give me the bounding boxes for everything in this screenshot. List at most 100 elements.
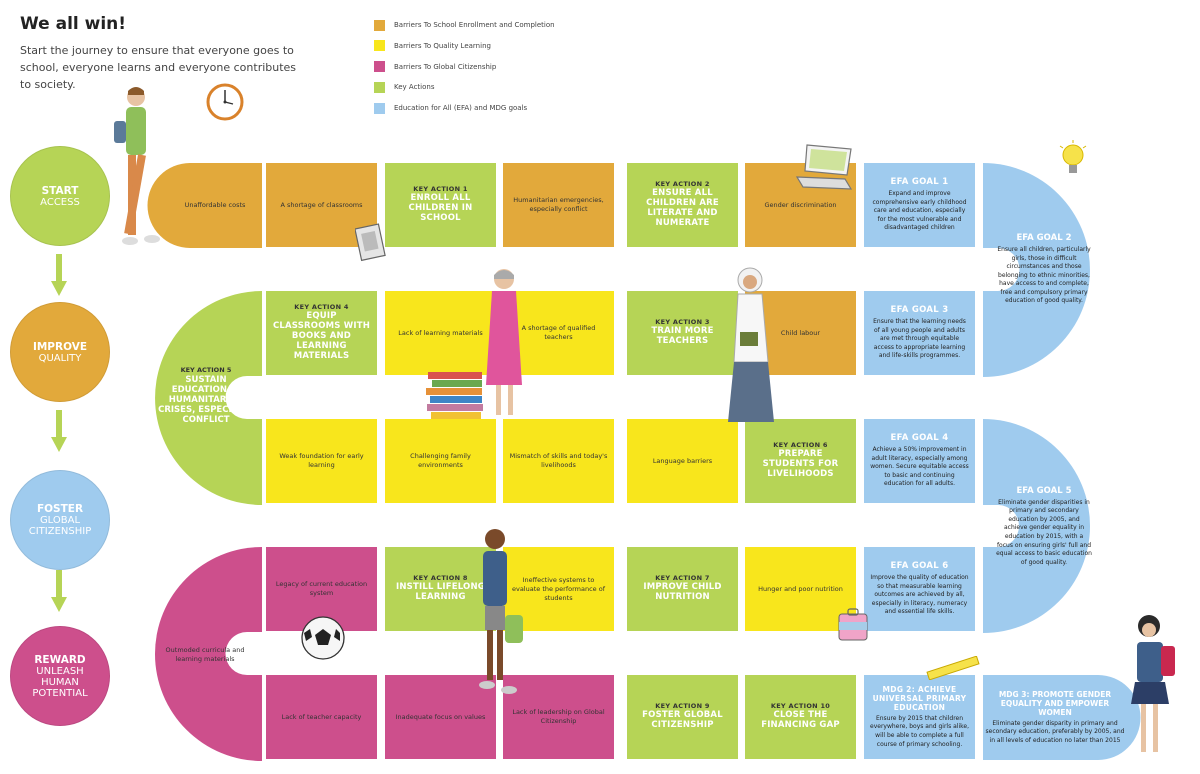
key-action-tile-8: KEY ACTION 8 INSTILL LIFELONG LEARNING <box>385 547 496 631</box>
barrier-text: Unaffordable costs <box>184 201 246 209</box>
stage-title: IMPROVE <box>32 340 88 353</box>
barrier-text: Inadequate focus on values <box>395 712 486 721</box>
key-action-text: INSTILL LIFELONG LEARNING <box>396 582 485 602</box>
barrier-text: Challenging family environments <box>410 452 471 469</box>
key-action-text: EQUIP CLASSROOMS WITH BOOKS AND LEARNING… <box>272 311 371 361</box>
key-action-tile-6: KEY ACTION 6 PREPARE STUDENTS FOR LIVELI… <box>745 419 856 503</box>
goal-text: Expand and improve comprehensive early c… <box>872 190 967 232</box>
key-action-text: TRAIN MORE TEACHERS <box>651 326 714 346</box>
barrier-tile: A shortage of qualified teachers <box>503 291 614 375</box>
lunchbox-icon <box>838 608 868 641</box>
legend-item: Barriers To School Enrollment and Comple… <box>374 18 555 32</box>
page-subtitle: Start the journey to ensure that everyon… <box>20 44 297 91</box>
light-bulb-icon <box>1059 140 1087 173</box>
legend: Barriers To School Enrollment and Comple… <box>374 18 555 122</box>
barrier-text: Language barriers <box>652 456 713 465</box>
book-icon <box>355 223 386 262</box>
girl-figure <box>728 267 774 422</box>
key-action-tile-7: KEY ACTION 7 IMPROVE CHILD NUTRITION <box>627 547 738 631</box>
barrier-text: A shortage of qualified teachers <box>521 324 596 341</box>
barrier-text: Lack of teacher capacity <box>281 712 362 721</box>
goal-tile-efa6: EFA GOAL 6 Improve the quality of educat… <box>864 547 975 631</box>
goal-tile-efa4: EFA GOAL 4 Achieve a 50% improvement in … <box>864 419 975 503</box>
barrier-text: Gender discrimination <box>764 200 837 209</box>
key-action-text: PREPARE STUDENTS FOR LIVELIHOODS <box>762 449 839 479</box>
barrier-text: Hunger and poor nutrition <box>758 584 843 593</box>
goal-heading: MDG 3: PROMOTE GENDER EQUALITY AND EMPOW… <box>998 689 1112 717</box>
legend-swatch <box>374 19 385 31</box>
legend-label: Barriers To Global Citizenship <box>394 62 497 71</box>
barrier-text: Mismatch of skills and today's livelihoo… <box>509 452 608 469</box>
key-action-text: FOSTER GLOBAL CITIZENSHIP <box>642 710 723 730</box>
book-stack-icon <box>426 372 483 419</box>
page-title: We all win! <box>20 14 127 34</box>
barrier-tile: Inadequate focus on values <box>385 675 496 759</box>
goal-text: Improve the quality of education so that… <box>870 574 969 616</box>
barrier-tile: Humanitarian emergencies, especially con… <box>503 163 614 247</box>
legend-item: Barriers To Global Citizenship <box>374 60 555 74</box>
key-action-heading: KEY ACTION 10 <box>770 702 831 710</box>
goal-tile-efa2: EFA GOAL 2 Ensure all children, particul… <box>996 205 1092 335</box>
barrier-text: Outmoded curricula and learning material… <box>165 646 245 663</box>
stage-subtitle: GLOBAL CITIZENSHIP <box>28 515 92 537</box>
clock-icon <box>206 83 244 121</box>
goal-tile-efa5: EFA GOAL 5 Eliminate gender disparities … <box>996 462 1092 592</box>
goal-tile-mdg2: MDG 2: ACHIEVE UNIVERSAL PRIMARY EDUCATI… <box>864 675 975 759</box>
stage-circle-foster: FOSTER GLOBAL CITIZENSHIP <box>10 470 110 570</box>
key-action-text: ENROLL ALL CHILDREN IN SCHOOL <box>408 193 473 223</box>
barrier-text: Weak foundation for early learning <box>279 452 364 469</box>
key-action-tile-9: KEY ACTION 9 FOSTER GLOBAL CITIZENSHIP <box>627 675 738 759</box>
key-action-tile-2: KEY ACTION 2 ENSURE ALL CHILDREN ARE LIT… <box>627 163 738 247</box>
key-action-tile-1: KEY ACTION 1 ENROLL ALL CHILDREN IN SCHO… <box>385 163 496 247</box>
barrier-tile-unaffordable-costs: Unaffordable costs <box>160 163 270 248</box>
barrier-text: Lack of learning materials <box>398 328 483 337</box>
goal-heading: MDG 2: ACHIEVE UNIVERSAL PRIMARY EDUCATI… <box>872 684 967 712</box>
arrow-down-icon <box>51 254 67 296</box>
legend-item: Barriers To Quality Learning <box>374 39 555 53</box>
key-action-heading: KEY ACTION 4 <box>294 303 349 311</box>
stage-subtitle: QUALITY <box>38 352 82 364</box>
legend-item: Key Actions <box>374 80 555 94</box>
ruler-icon <box>926 656 980 680</box>
barrier-tile: Lack of learning materials <box>385 291 496 375</box>
legend-swatch <box>374 61 385 73</box>
goal-heading: EFA GOAL 2 <box>1016 232 1072 243</box>
key-action-heading: KEY ACTION 7 <box>655 574 710 582</box>
barrier-text: Child labour <box>780 328 821 337</box>
goal-text: Eliminate gender disparities in primary … <box>996 498 1092 566</box>
barrier-text: Legacy of current education system <box>275 580 368 597</box>
barrier-tile: Mismatch of skills and today's livelihoo… <box>503 419 614 503</box>
legend-item: Education for All (EFA) and MDG goals <box>374 101 555 115</box>
barrier-tile: Challenging family environments <box>385 419 496 503</box>
arrow-down-icon <box>51 410 67 452</box>
teacher-figure <box>486 269 522 415</box>
goal-heading: EFA GOAL 5 <box>1016 485 1072 496</box>
goal-heading: EFA GOAL 4 <box>890 433 949 444</box>
stage-title: FOSTER <box>36 503 84 515</box>
goal-text: Ensure by 2015 that children everywhere,… <box>870 714 969 748</box>
legend-swatch <box>374 81 385 93</box>
legend-label: Key Actions <box>394 83 435 92</box>
legend-swatch <box>374 102 385 114</box>
goal-text: Eliminate gender disparity in primary an… <box>985 719 1125 744</box>
barrier-tile: Lack of teacher capacity <box>266 675 377 759</box>
barrier-tile-outmoded-curricula: Outmoded curricula and learning material… <box>160 625 250 685</box>
barrier-text: Ineffective systems to evaluate the perf… <box>511 575 606 602</box>
key-action-tile-4: KEY ACTION 4 EQUIP CLASSROOMS WITH BOOKS… <box>266 291 377 375</box>
goal-text: Achieve a 50% improvement in adult liter… <box>870 446 969 488</box>
key-action-heading: KEY ACTION 8 <box>413 574 468 582</box>
legend-swatch <box>374 40 385 52</box>
barrier-text: Humanitarian emergencies, especially con… <box>513 196 604 213</box>
barrier-text: Lack of leadership on Global Citizenship <box>512 708 605 725</box>
stage-title: START <box>41 184 79 197</box>
goal-tile-efa1: EFA GOAL 1 Expand and improve comprehens… <box>864 163 975 247</box>
key-action-heading: KEY ACTION 6 <box>773 441 828 449</box>
key-action-heading: KEY ACTION 2 <box>655 180 710 188</box>
stage-circle-improve: IMPROVE QUALITY <box>10 302 110 402</box>
soccer-ball-icon <box>301 616 345 660</box>
student-figure <box>479 529 523 694</box>
key-action-tile-5: KEY ACTION 5 SUSTAIN EDUCATION IN HUMANI… <box>158 350 254 440</box>
legend-label: Barriers To Quality Learning <box>394 41 491 50</box>
goal-text: Ensure that the learning needs of all yo… <box>873 318 966 360</box>
legend-label: Education for All (EFA) and MDG goals <box>394 104 528 113</box>
